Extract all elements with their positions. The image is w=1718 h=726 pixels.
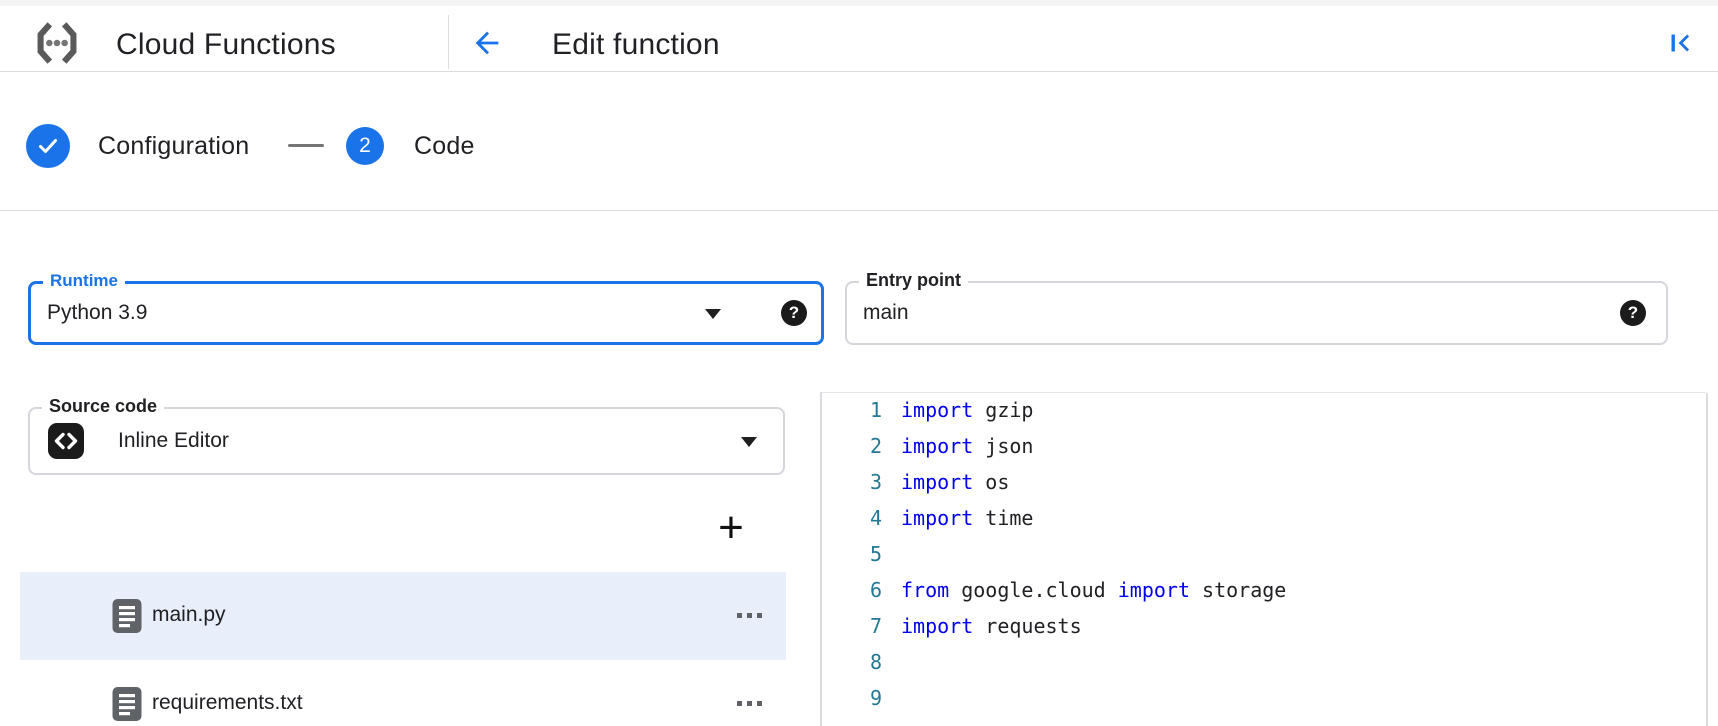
file-document-icon xyxy=(112,598,142,634)
source-code-select[interactable]: Source code Inline Editor xyxy=(28,396,785,475)
code-editor[interactable]: 1 import gzip 2 import json 3 import os 4 impor… xyxy=(822,392,1706,726)
line-number: 6 xyxy=(869,578,882,602)
file-name: requirements.txt xyxy=(152,691,303,715)
file-row-requirements.txt[interactable]: requirements.txt xyxy=(20,660,786,726)
code-line: 9 xyxy=(822,680,1706,716)
step-label-configuration: Configuration xyxy=(98,131,250,160)
line-number: 4 xyxy=(869,506,882,530)
product-title: Cloud Functions xyxy=(116,28,336,61)
stepper-step-code[interactable]: 2 Code xyxy=(346,127,475,165)
add-file-button[interactable]: + xyxy=(706,506,756,556)
code-text xyxy=(882,644,901,680)
source-code-value: Inline Editor xyxy=(118,429,229,452)
code-line: 3 import os xyxy=(822,464,1706,500)
app-header: Cloud Functions Edit function xyxy=(0,6,1718,72)
code-line: 4 import time xyxy=(822,500,1706,536)
code-text xyxy=(882,680,901,716)
editor-top-border xyxy=(822,392,1706,393)
line-number: 5 xyxy=(869,542,882,566)
step-complete-check-icon xyxy=(26,124,70,168)
entry-point-value: main xyxy=(863,301,909,324)
source-code-label: Source code xyxy=(42,396,165,417)
file-row-main.py[interactable]: main.py xyxy=(20,572,786,660)
line-number: 1 xyxy=(869,398,882,422)
stepper-connector xyxy=(288,144,324,147)
window-top-edge xyxy=(0,0,1718,6)
back-button[interactable] xyxy=(468,25,506,63)
runtime-help-button[interactable]: ? xyxy=(781,300,807,326)
caret-down-icon xyxy=(705,309,721,319)
editor-scrollbar-track[interactable] xyxy=(1706,393,1708,726)
code-text: import requests xyxy=(901,614,1082,638)
file-menu-button[interactable] xyxy=(737,701,762,706)
line-number: 2 xyxy=(869,434,882,458)
runtime-select[interactable]: Runtime Python 3.9 ? xyxy=(28,271,824,345)
code-line: 1 import gzip xyxy=(822,392,1706,428)
line-number: 8 xyxy=(869,650,882,674)
line-number: 3 xyxy=(869,470,882,494)
page-title: Edit function xyxy=(552,28,720,61)
inline-editor-code-icon xyxy=(48,423,84,459)
arrow-back-icon xyxy=(470,26,504,63)
entry-point-label: Entry point xyxy=(859,270,968,291)
code-text: import gzip xyxy=(901,398,1034,422)
code-text: import json xyxy=(901,434,1034,458)
code-line: 2 import json xyxy=(822,428,1706,464)
entry-point-help-button[interactable]: ? xyxy=(1620,300,1646,326)
line-number: 7 xyxy=(869,614,882,638)
code-text: from google.cloud import storage xyxy=(901,578,1287,602)
code-line: 8 xyxy=(822,644,1706,680)
file-list: main.py requirements.txt xyxy=(20,572,786,726)
stepper-step-configuration[interactable]: Configuration xyxy=(26,124,249,168)
panel-divider xyxy=(820,392,822,726)
entry-point-field[interactable]: Entry point main ? xyxy=(845,270,1668,345)
code-text: import time xyxy=(901,506,1034,530)
section-divider xyxy=(0,210,1718,211)
code-text: import os xyxy=(901,470,1010,494)
file-menu-button[interactable] xyxy=(737,613,762,618)
code-line: 6 from google.cloud import storage xyxy=(822,572,1706,608)
step-label-code: Code xyxy=(414,131,475,160)
header-divider xyxy=(448,15,449,69)
caret-down-icon xyxy=(741,437,757,447)
code-line: 5 xyxy=(822,536,1706,572)
step-number-badge: 2 xyxy=(346,127,384,165)
collapse-panel-button[interactable] xyxy=(1660,25,1700,63)
collapse-panel-icon xyxy=(1663,26,1697,63)
code-line: 7 import requests xyxy=(822,608,1706,644)
file-document-icon xyxy=(112,686,142,722)
cloud-functions-logo-icon xyxy=(30,16,84,70)
runtime-label: Runtime xyxy=(43,271,125,291)
runtime-value: Python 3.9 xyxy=(47,301,148,324)
line-number: 9 xyxy=(869,686,882,710)
file-name: main.py xyxy=(152,603,226,627)
code-text xyxy=(882,536,901,572)
